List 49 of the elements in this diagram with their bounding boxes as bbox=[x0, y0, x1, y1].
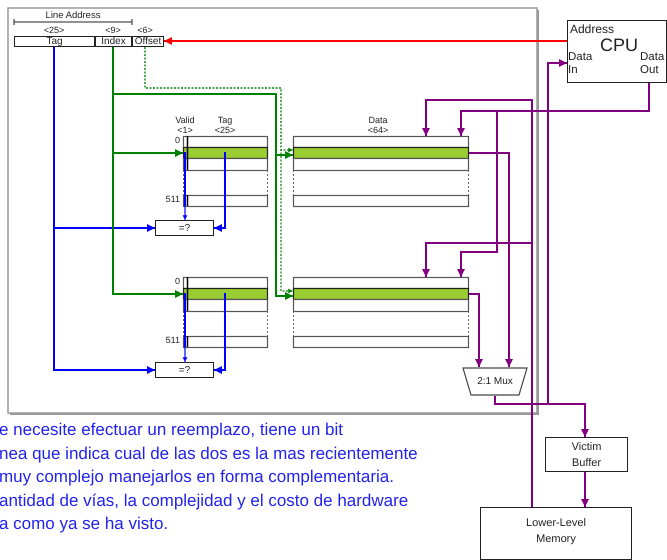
arrow bbox=[469, 152, 513, 367]
data-array bbox=[293, 136, 469, 206]
cpu-label: CPU bbox=[600, 36, 638, 56]
field-label: Index bbox=[100, 36, 127, 47]
tag-array bbox=[183, 136, 268, 206]
comparator-box bbox=[155, 220, 214, 236]
arrow bbox=[182, 347, 188, 362]
cpu-box bbox=[567, 20, 667, 83]
address-field bbox=[14, 36, 95, 47]
mux-label: 2:1 Mux bbox=[476, 376, 514, 387]
arrow bbox=[214, 206, 226, 232]
bit-width-label: <25> bbox=[42, 26, 66, 36]
field-label: Offset bbox=[134, 36, 162, 47]
column-header: Valid <1> bbox=[174, 116, 196, 136]
arrow bbox=[164, 37, 567, 45]
bit-width-label: <9> bbox=[104, 26, 122, 36]
dimension-label: Line Address bbox=[44, 11, 102, 22]
body-text-line: nea que indica cual de las dos es la mas recientemente bbox=[0, 442, 418, 464]
port-label: Data Out bbox=[640, 51, 666, 76]
bit-width-label: <6> bbox=[136, 26, 154, 36]
arrow bbox=[469, 293, 483, 367]
arrow bbox=[53, 47, 155, 374]
memory-label: Lower-Level Memory bbox=[525, 516, 587, 547]
row-index: 511 bbox=[164, 195, 180, 205]
tag-array bbox=[183, 277, 268, 347]
row-index: 0 bbox=[174, 277, 180, 287]
buffer-label: Victim Buffer bbox=[570, 440, 602, 471]
arrow bbox=[581, 472, 589, 507]
body-text-line: e necesite efectuar un reemplazo, tiene un bit bbox=[0, 419, 343, 441]
column-header: Data <64> bbox=[366, 116, 390, 136]
address-field bbox=[95, 36, 132, 47]
arrow bbox=[214, 347, 226, 374]
comparator-label: =? bbox=[178, 223, 192, 234]
row-index: 0 bbox=[174, 136, 180, 146]
comparator-box bbox=[155, 362, 214, 378]
body-text-line: a como ya se ha visto. bbox=[0, 513, 168, 535]
memory-box bbox=[480, 507, 632, 560]
body-text-line: antidad de vías, la complejidad y el costo de hardware bbox=[0, 490, 408, 512]
port-label: Address bbox=[570, 23, 614, 36]
arrow bbox=[182, 206, 188, 220]
field-label: Tag bbox=[45, 36, 64, 47]
port-label: Data In bbox=[568, 51, 594, 76]
data-array bbox=[293, 277, 469, 347]
column-header: Tag <25> bbox=[214, 116, 236, 136]
arrow bbox=[144, 47, 293, 294]
comparator-label: =? bbox=[178, 365, 192, 376]
body-text-line: muy complejo manejarlos en forma complementaria. bbox=[0, 466, 394, 488]
buffer-box bbox=[545, 437, 628, 472]
row-index: 511 bbox=[164, 336, 180, 346]
